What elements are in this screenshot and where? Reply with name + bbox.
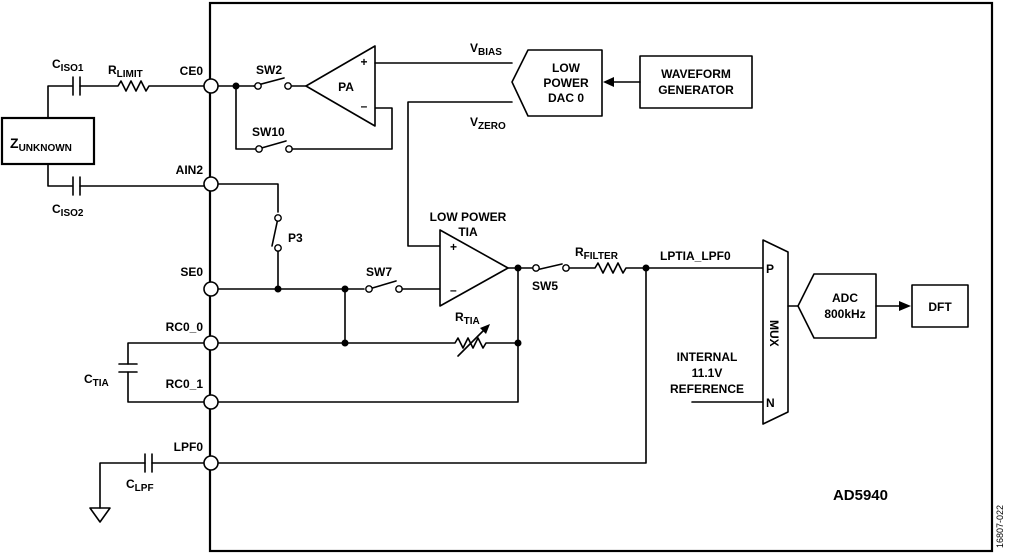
- sw2-contact-a: [254, 82, 262, 90]
- adc-block: [797, 273, 877, 339]
- internal-ref-line2: 11.1V: [692, 366, 723, 380]
- r-filter-resistor-icon: [568, 262, 764, 274]
- c-tia-label: CTIA: [84, 372, 109, 389]
- sw2-label: SW2: [256, 63, 282, 77]
- sw5-label: SW5: [532, 279, 558, 293]
- waveform-label-line2: GENERATOR: [658, 83, 734, 97]
- chip-name: AD5940: [833, 487, 888, 504]
- waveform-label-line1: WAVEFORM: [661, 67, 731, 81]
- arrow-adc-dft-icon: [899, 301, 911, 311]
- sw7-label: SW7: [366, 265, 392, 279]
- mux-p-label: P: [766, 262, 774, 276]
- pin-se0-label: SE0: [180, 265, 203, 279]
- pin-lpf0-label: LPF0: [174, 440, 204, 454]
- tia-opamp-icon: [439, 229, 509, 307]
- r-limit-resistor-icon: [79, 80, 205, 92]
- wire-ain2-p3: [217, 183, 279, 213]
- pa-opamp-icon: [305, 45, 376, 127]
- dac-label-line3: DAC 0: [548, 91, 584, 105]
- adc-label-line2: 800kHz: [824, 307, 865, 321]
- pin-rc0-0-label: RC0_0: [166, 320, 204, 334]
- sw7-blade: [368, 280, 397, 290]
- wire-sw10-feedback: [291, 107, 393, 150]
- pa-plus-sign: +: [360, 55, 367, 69]
- tia-label-line2: TIA: [458, 225, 478, 239]
- r-tia-variable-arrow: [457, 327, 487, 357]
- sw7-contact-a: [365, 285, 373, 293]
- pin-rc0-1: [203, 394, 219, 410]
- lptia-lpf0-label: LPTIA_LPF0: [660, 249, 731, 263]
- dft-block: [911, 284, 969, 328]
- pin-lpf0: [203, 455, 219, 471]
- mux-block: [762, 239, 789, 425]
- internal-ref-line1: INTERNAL: [677, 350, 738, 364]
- figure-id: 16807-022: [995, 505, 1005, 548]
- sw5-contact-a: [532, 264, 540, 272]
- r-tia-arrowhead-icon: [480, 324, 490, 334]
- tia-label-line1: LOW POWER: [430, 210, 507, 224]
- wire-vzero: [407, 101, 513, 247]
- node-rtia-right: [514, 339, 522, 347]
- dac-label-line1: LOW: [552, 61, 581, 75]
- wire-ciso1-left: [47, 85, 73, 119]
- wire-sw10-left: [235, 85, 257, 150]
- c-iso2-label: CISO2: [52, 202, 84, 219]
- pa-minus-sign: –: [361, 99, 368, 113]
- vbias-label: VBIAS: [470, 41, 502, 58]
- vzero-label: VZERO: [470, 115, 506, 132]
- waveform-generator-block: [639, 55, 753, 109]
- wire-clpf-ground: [99, 462, 146, 509]
- r-tia-resistor-icon: [217, 337, 519, 349]
- chip-outline: [208, 1, 994, 553]
- c-iso1-label: CISO1: [52, 57, 84, 74]
- wire-lpf0: [217, 267, 647, 464]
- tia-minus-sign: –: [450, 283, 457, 297]
- adc-label-line1: ADC: [832, 291, 858, 305]
- pin-ce0: [203, 78, 219, 94]
- r-filter-label: RFILTER: [575, 245, 619, 262]
- pin-rc0-1-label: RC0_1: [166, 377, 204, 391]
- node-rc0-0: [341, 339, 349, 347]
- mux-label: MUX: [767, 320, 781, 347]
- low-power-dac-block: [511, 49, 603, 117]
- sw2-contact-b: [284, 82, 292, 90]
- c-iso1-capacitor-icon: [72, 76, 81, 96]
- mux-n-label: N: [766, 396, 775, 410]
- ground-icon: [89, 507, 111, 523]
- p3-label: P3: [288, 231, 303, 245]
- pin-rc0-0: [203, 335, 219, 351]
- r-limit-label: RLIMIT: [108, 63, 143, 80]
- pin-se0: [203, 281, 219, 297]
- c-tia-capacitor-icon: [118, 363, 138, 373]
- arrow-wave-dac-icon: [603, 77, 614, 87]
- sw10-label: SW10: [252, 125, 285, 139]
- wire-ctia-bottom: [127, 371, 205, 403]
- wire-rc0-1: [217, 267, 519, 403]
- pin-ce0-label: CE0: [180, 64, 204, 78]
- wire-ciso2-left: [47, 163, 73, 187]
- z-unknown-label: ZUNKNOWN: [10, 135, 72, 154]
- p3-blade: [271, 217, 279, 247]
- c-iso2-capacitor-icon: [72, 176, 81, 196]
- dft-label: DFT: [928, 300, 952, 314]
- sw10-contact-a: [255, 145, 263, 153]
- c-lpf-capacitor-icon: [144, 453, 153, 473]
- sw10-blade: [257, 140, 287, 150]
- node-se0-p3: [274, 285, 282, 293]
- p3-contact-a: [274, 214, 282, 222]
- r-tia-label: RTIA: [455, 310, 480, 327]
- pin-ain2: [203, 176, 219, 192]
- wire-ctia-top: [127, 342, 205, 365]
- pa-label: PA: [338, 80, 354, 94]
- tia-plus-sign: +: [450, 240, 457, 254]
- sw5-blade: [535, 263, 563, 271]
- c-lpf-label: CLPF: [126, 477, 154, 494]
- pin-ain2-label: AIN2: [176, 163, 204, 177]
- internal-ref-line3: REFERENCE: [670, 382, 744, 396]
- dac-label-line2: POWER: [543, 76, 589, 90]
